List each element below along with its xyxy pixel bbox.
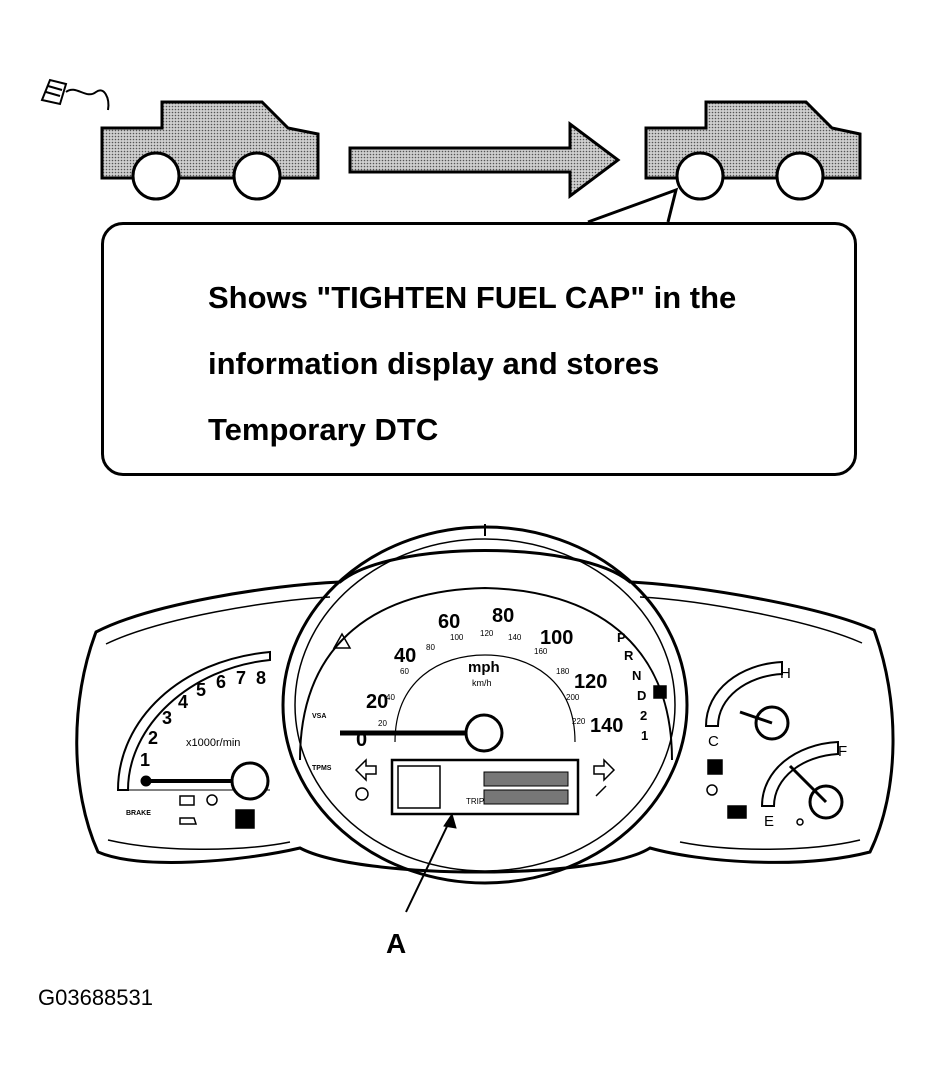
speedometer-kmh-scale: 20 40 60 80 100 120 140 160 180 200 220 [378, 629, 586, 728]
mph-label: 120 [574, 671, 607, 693]
car-after-icon [644, 100, 862, 201]
car-before-icon [100, 100, 320, 201]
speed-unit-sub: km/h [472, 678, 492, 688]
kmh-label: 180 [556, 667, 570, 676]
mph-label: 40 [394, 645, 416, 667]
gear-label: R [624, 648, 634, 663]
fuel-cap-icon [40, 78, 110, 111]
mph-label: 60 [438, 611, 460, 633]
kmh-label: 220 [572, 717, 586, 726]
mph-label: 20 [366, 691, 388, 713]
tach-label: 3 [162, 708, 172, 728]
tpms-indicator: TPMS [312, 765, 332, 772]
mph-label: 140 [590, 715, 623, 737]
tach-label: 5 [196, 680, 206, 700]
gear-label: 1 [641, 728, 648, 743]
tach-label: 6 [216, 672, 226, 692]
kmh-label: 140 [508, 633, 522, 642]
temp-cold-label: C [708, 733, 719, 750]
kmh-label: 40 [386, 693, 395, 702]
speedometer-mph-scale: 0 20 40 60 80 100 120 140 [356, 605, 623, 751]
kmh-label: 80 [426, 643, 435, 652]
tachometer-scale: 1 2 3 4 5 6 7 8 [140, 668, 266, 770]
callout-leader [587, 187, 679, 224]
tach-label: 1 [140, 750, 150, 770]
fuel-full-label: F [838, 743, 847, 760]
instrument-cluster [75, 524, 895, 913]
kmh-label: 60 [400, 667, 409, 676]
mph-label: 80 [492, 605, 514, 627]
callout-line: information display and stores [208, 346, 660, 381]
mph-label: 0 [356, 729, 367, 751]
gear-label: P [617, 630, 626, 645]
kmh-label: 20 [378, 719, 387, 728]
tach-label: 7 [236, 668, 246, 688]
callout-line: Temporary DTC [208, 412, 439, 447]
brake-indicator: BRAKE [126, 810, 151, 817]
gear-label: D [637, 688, 646, 703]
kmh-label: 100 [450, 633, 464, 642]
figure-id: G03688531 [38, 985, 153, 1010]
callout-line: Shows "TIGHTEN FUEL CAP" in the [208, 280, 737, 315]
gear-label: 2 [640, 708, 647, 723]
vsa-indicator: VSA [312, 713, 326, 720]
kmh-label: 200 [566, 693, 580, 702]
fuel-empty-label: E [764, 813, 774, 830]
tach-unit-label: x1000r/min [186, 737, 240, 749]
transition-arrow [348, 121, 621, 199]
pointer-label: A [386, 928, 407, 959]
temp-hot-label: H [780, 665, 791, 682]
message-callout: Shows "TIGHTEN FUEL CAP" in the informat… [101, 222, 857, 476]
tach-label: 4 [178, 692, 188, 712]
gear-label: N [632, 668, 641, 683]
callout-text: Shows "TIGHTEN FUEL CAP" in the informat… [208, 265, 828, 463]
tach-label: 8 [256, 668, 266, 688]
mph-label: 100 [540, 627, 573, 649]
tach-label: 2 [148, 728, 158, 748]
gear-indicator: P R N D 2 1 [617, 630, 648, 743]
speed-unit-main: mph [468, 659, 500, 676]
warning-lamps [179, 685, 804, 829]
kmh-label: 160 [534, 647, 548, 656]
kmh-label: 120 [480, 629, 494, 638]
trip-label: TRIP [466, 797, 484, 806]
